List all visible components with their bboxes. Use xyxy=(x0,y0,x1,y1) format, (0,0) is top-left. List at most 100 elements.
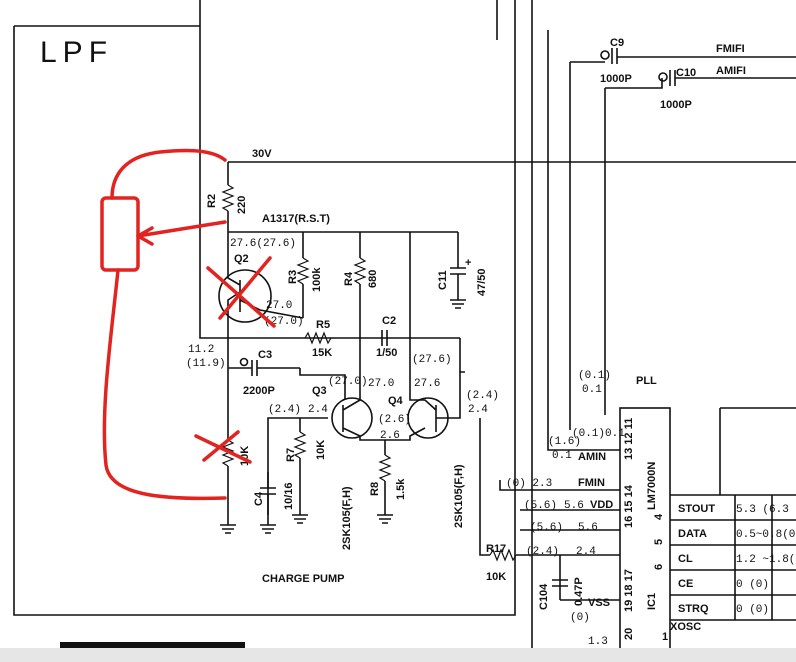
ic1-ref: IC1 xyxy=(646,593,658,610)
v-27-6: 27.6(27.6) xyxy=(230,238,296,250)
c104-symbol xyxy=(552,579,568,587)
r4-label: R4 xyxy=(343,271,355,286)
charge-pump-label: CHARGE PUMP xyxy=(262,573,345,585)
wire-feedback xyxy=(199,26,460,339)
c4-value: 10/16 xyxy=(283,482,295,510)
v-1-6: (1.6) xyxy=(548,436,581,448)
v-27-6b: 27.6 xyxy=(414,378,440,390)
q3-gate-wire xyxy=(267,417,328,515)
c10-terminal xyxy=(658,72,668,82)
v-11-2: 11.2 xyxy=(188,344,214,356)
v-0-1b: 0.1 xyxy=(582,384,602,396)
ic1-pin5: 5 xyxy=(653,539,665,545)
r7-resistor xyxy=(293,431,307,459)
v-0-1a: (0.1) xyxy=(578,370,611,382)
q4-label: Q4 xyxy=(388,395,404,407)
pin-xosc: XOSC xyxy=(670,621,701,633)
v-2-6a: (2.6) xyxy=(378,414,411,426)
r2-resistor xyxy=(221,184,235,212)
wire-r17-left xyxy=(479,418,490,556)
v-11-9: (11.9) xyxy=(186,358,226,370)
red-x-pot xyxy=(194,430,252,464)
ic1-pins-mid: 16 15 14 xyxy=(623,484,635,528)
r17-resistor xyxy=(489,548,517,562)
fmifi-label: FMIFI xyxy=(716,43,745,55)
r5-value: 15K xyxy=(312,347,332,359)
v-27-0c: (27.0) xyxy=(328,376,368,388)
ic1-pin6: 6 xyxy=(653,564,665,570)
lpf-frame-left xyxy=(13,26,305,616)
r5-label: R5 xyxy=(316,319,330,331)
v-27-6c: (27.6) xyxy=(412,354,452,366)
q2-part-label: A1317(R.S.T) xyxy=(262,213,330,225)
pin-ce: CE xyxy=(678,578,693,590)
lpf-title: LPF xyxy=(40,36,113,69)
pot-ground xyxy=(220,466,236,534)
red-arrow xyxy=(136,220,227,246)
r8-value: 1.5k xyxy=(395,478,407,500)
c10-symbol xyxy=(669,70,676,86)
red-x-q2 xyxy=(206,256,276,328)
v-2-4e: (2.4) xyxy=(526,546,559,558)
c10-value: 1000P xyxy=(660,99,692,111)
supply-label: 30V xyxy=(252,148,272,160)
c4-capacitor xyxy=(260,472,276,534)
wire-amin xyxy=(547,30,620,451)
q2-transistor xyxy=(218,269,272,323)
c11-ground xyxy=(450,274,466,309)
v-27-0d: 27.0 xyxy=(368,378,394,390)
v-2-4d: 2.4 xyxy=(468,404,488,416)
v-2-4f: 2.4 xyxy=(576,546,596,558)
r8-label: R8 xyxy=(369,482,381,496)
q2-label: Q2 xyxy=(234,253,249,265)
red-wire-top xyxy=(110,148,227,200)
c104-value: 0.47P xyxy=(573,577,585,606)
v-0: (0) xyxy=(570,612,590,624)
q3-label: Q3 xyxy=(312,385,327,397)
v-5-6d: 5.6 xyxy=(578,522,598,534)
v-5-6c: (5.6) xyxy=(530,522,563,534)
r7-value: 10K xyxy=(315,440,327,460)
amifi-label: AMIFI xyxy=(716,65,746,77)
r8-resistor xyxy=(378,454,392,482)
v-0-2-3: (0) 2.3 xyxy=(506,478,552,490)
v-5-6a: (5.6) xyxy=(524,500,557,512)
v-2-4a: (2.4) xyxy=(268,404,301,416)
q4-part-label: 2SK105(F,H) xyxy=(453,464,465,528)
ic1-pin1: 1 xyxy=(662,631,668,643)
c3-symbol xyxy=(228,360,300,376)
c3-value: 2200P xyxy=(243,385,275,397)
r7-ground xyxy=(292,514,308,524)
c11-plus: + xyxy=(465,257,471,269)
v-2-4c: (2.4) xyxy=(466,390,499,402)
pll-label: PLL xyxy=(636,375,657,387)
bottom-bar-dark xyxy=(60,642,245,648)
c104-label: C104 xyxy=(538,583,550,610)
v-27-0: 27.0 xyxy=(266,300,292,312)
c11-value: 47/50 xyxy=(476,268,488,296)
ic1-name: LM7000N xyxy=(646,462,658,510)
r17-label: R17 xyxy=(486,543,506,555)
c10-label: C10 xyxy=(676,67,696,79)
c9-symbol xyxy=(611,48,618,64)
c9-value: 1000P xyxy=(600,73,632,85)
wire-fmin xyxy=(499,480,620,491)
c3-label: C3 xyxy=(258,349,272,361)
ic1-pins-low: 19 18 17 xyxy=(623,569,635,612)
pin-cl: CL xyxy=(678,553,693,565)
r4-resistor xyxy=(353,257,367,285)
c2-label: C2 xyxy=(382,315,396,327)
q3-transistor xyxy=(331,397,373,439)
lpf-frame-right xyxy=(305,0,516,616)
red-replacement-box xyxy=(100,196,140,272)
pin-vss: VSS xyxy=(588,597,610,609)
c2-value: 1/50 xyxy=(376,347,397,359)
c4-label: C4 xyxy=(253,491,265,506)
pin-stout: STOUT xyxy=(678,503,715,515)
r3-resistor xyxy=(296,257,310,285)
r3-label: R3 xyxy=(287,270,299,284)
r4-value: 680 xyxy=(367,270,379,288)
pin-vdd: VDD xyxy=(590,499,613,511)
val-ce: 0 (0) xyxy=(736,579,769,591)
